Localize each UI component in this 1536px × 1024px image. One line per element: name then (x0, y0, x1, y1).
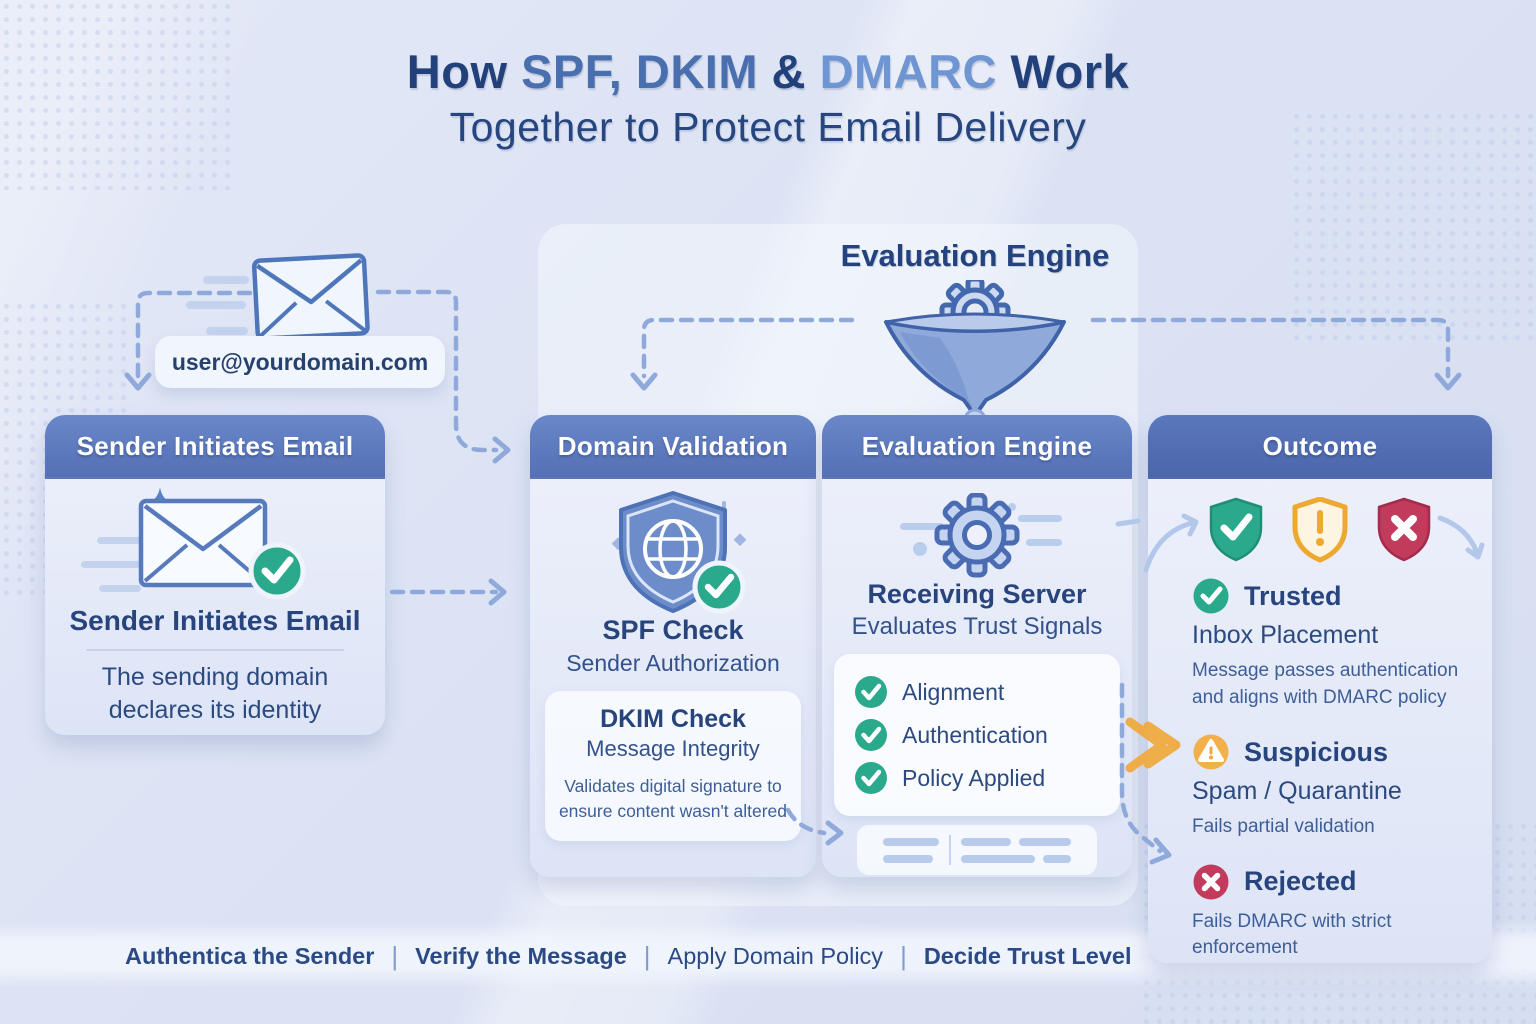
footer-steps: Authentica the Sender | Verify the Messa… (125, 941, 1132, 972)
green-check-shield-icon (1209, 497, 1263, 562)
card-domain-validation: Domain Validation (530, 415, 816, 877)
spf-check-title: SPF Check (602, 615, 744, 645)
spf-check-subtitle: Sender Authorization (566, 650, 780, 676)
suspicious-title: Suspicious (1244, 736, 1389, 767)
trust-signal-checklist: Alignment Authentication Policy Applied (834, 654, 1120, 816)
arrowhead-right-validation-2 (488, 578, 507, 606)
sparkle-icon (733, 533, 747, 547)
red-x-shield-icon (1377, 497, 1431, 562)
footer-separator: | (391, 941, 399, 971)
sender-step-title: Sender Initiates Email (69, 605, 361, 636)
speed-line (186, 301, 246, 309)
connector-funnel-to-outcome (1090, 317, 1451, 379)
dkim-check-card: DKIM Check Message Integrity Validates d… (545, 691, 801, 841)
check-circle-icon (855, 762, 887, 794)
footer-step-policy: Apply Domain Policy (667, 943, 884, 969)
suspicious-description: Fails partial validation (1192, 816, 1375, 838)
footer-step-decide: Decide Trust Level (923, 943, 1132, 969)
sender-step-description: The sending domain declares its identity (101, 663, 329, 724)
trusted-subtitle: Inbox Placement (1192, 621, 1379, 649)
speed-line (203, 276, 249, 284)
amber-warning-shield-icon (1292, 497, 1348, 563)
footer-separator: | (900, 941, 907, 971)
warning-circle-icon (1193, 734, 1229, 770)
title-prefix: How (406, 45, 522, 98)
card-outcome: Outcome (1148, 415, 1492, 963)
footer-step-authenticate: Authentica the Sender (125, 943, 375, 969)
check-circle-icon (1193, 578, 1229, 614)
checklist-item: Alignment (854, 675, 1120, 709)
arrowhead-down-sender (124, 372, 152, 391)
footer-step-verify: Verify the Message (415, 943, 627, 969)
footer-separator: | (643, 941, 651, 971)
outcome-shields (1148, 497, 1492, 563)
outcome-rejected: Rejected Fails DMARC with strict enforce… (1192, 863, 1468, 962)
envelope-icon (250, 251, 373, 348)
gear-icon (822, 492, 1132, 579)
checklist-item: Authentication (854, 718, 1120, 752)
speed-line (206, 327, 248, 335)
outcome-trusted: Trusted Inbox Placement Message passes a… (1192, 577, 1468, 711)
checklist-label: Authentication (902, 721, 1048, 748)
checklist-label: Policy Applied (902, 764, 1046, 791)
trusted-title: Trusted (1244, 580, 1342, 611)
card-validation-header: Domain Validation (530, 415, 816, 479)
card-evaluation-engine: Evaluation Engine (822, 415, 1132, 877)
check-circle-icon (855, 719, 887, 751)
divider (86, 649, 344, 651)
arrowhead-right-validation (492, 436, 511, 464)
engine-subtitle: Evaluates Trust Signals (851, 613, 1103, 640)
funnel-gear-icon (880, 276, 1070, 437)
card-engine-header: Evaluation Engine (822, 415, 1132, 479)
evaluation-engine-label: Evaluation Engine (840, 238, 1110, 273)
check-circle-icon (855, 676, 887, 708)
checklist-label: Alignment (902, 678, 1005, 705)
rejected-title: Rejected (1244, 866, 1357, 897)
title-dmarc: DMARC (819, 45, 997, 98)
card-sender-initiates-email: Sender Initiates Email Sender Initiates … (45, 415, 385, 735)
sender-email-pill: user@yourdomain.com (155, 336, 445, 388)
envelope-check-icon (45, 487, 385, 603)
checklist-item: Policy Applied (854, 761, 1120, 795)
message-preview-skeleton (857, 825, 1097, 875)
arrowhead-down-outcome (1434, 372, 1462, 391)
sender-email-text: user@yourdomain.com (171, 348, 429, 375)
x-circle-icon (1193, 864, 1229, 900)
page-title: How SPF, DKIM & DMARC Work (0, 44, 1536, 99)
trusted-description: Message passes authentication and aligns… (1192, 660, 1459, 708)
title-ampersand: & (758, 45, 820, 98)
card-sender-header: Sender Initiates Email (45, 415, 385, 479)
dkim-check-subtitle: Message Integrity (586, 736, 760, 761)
title-suffix: Work (996, 45, 1130, 98)
dkim-check-title: DKIM Check (600, 705, 746, 733)
suspicious-subtitle: Spam / Quarantine (1192, 777, 1402, 806)
shield-globe-check-icon (530, 491, 816, 614)
card-outcome-header: Outcome (1148, 415, 1492, 479)
engine-title: Receiving Server (867, 579, 1087, 609)
outcome-suspicious: Suspicious Spam / Quarantine Fails parti… (1192, 733, 1468, 841)
title-spf-dkim: SPF, DKIM (521, 45, 758, 98)
rejected-description: Fails DMARC with strict enforcement (1192, 910, 1392, 959)
page-subtitle: Together to Protect Email Delivery (449, 104, 1087, 150)
dkim-check-description: Validates digital signature to ensure co… (558, 776, 788, 822)
